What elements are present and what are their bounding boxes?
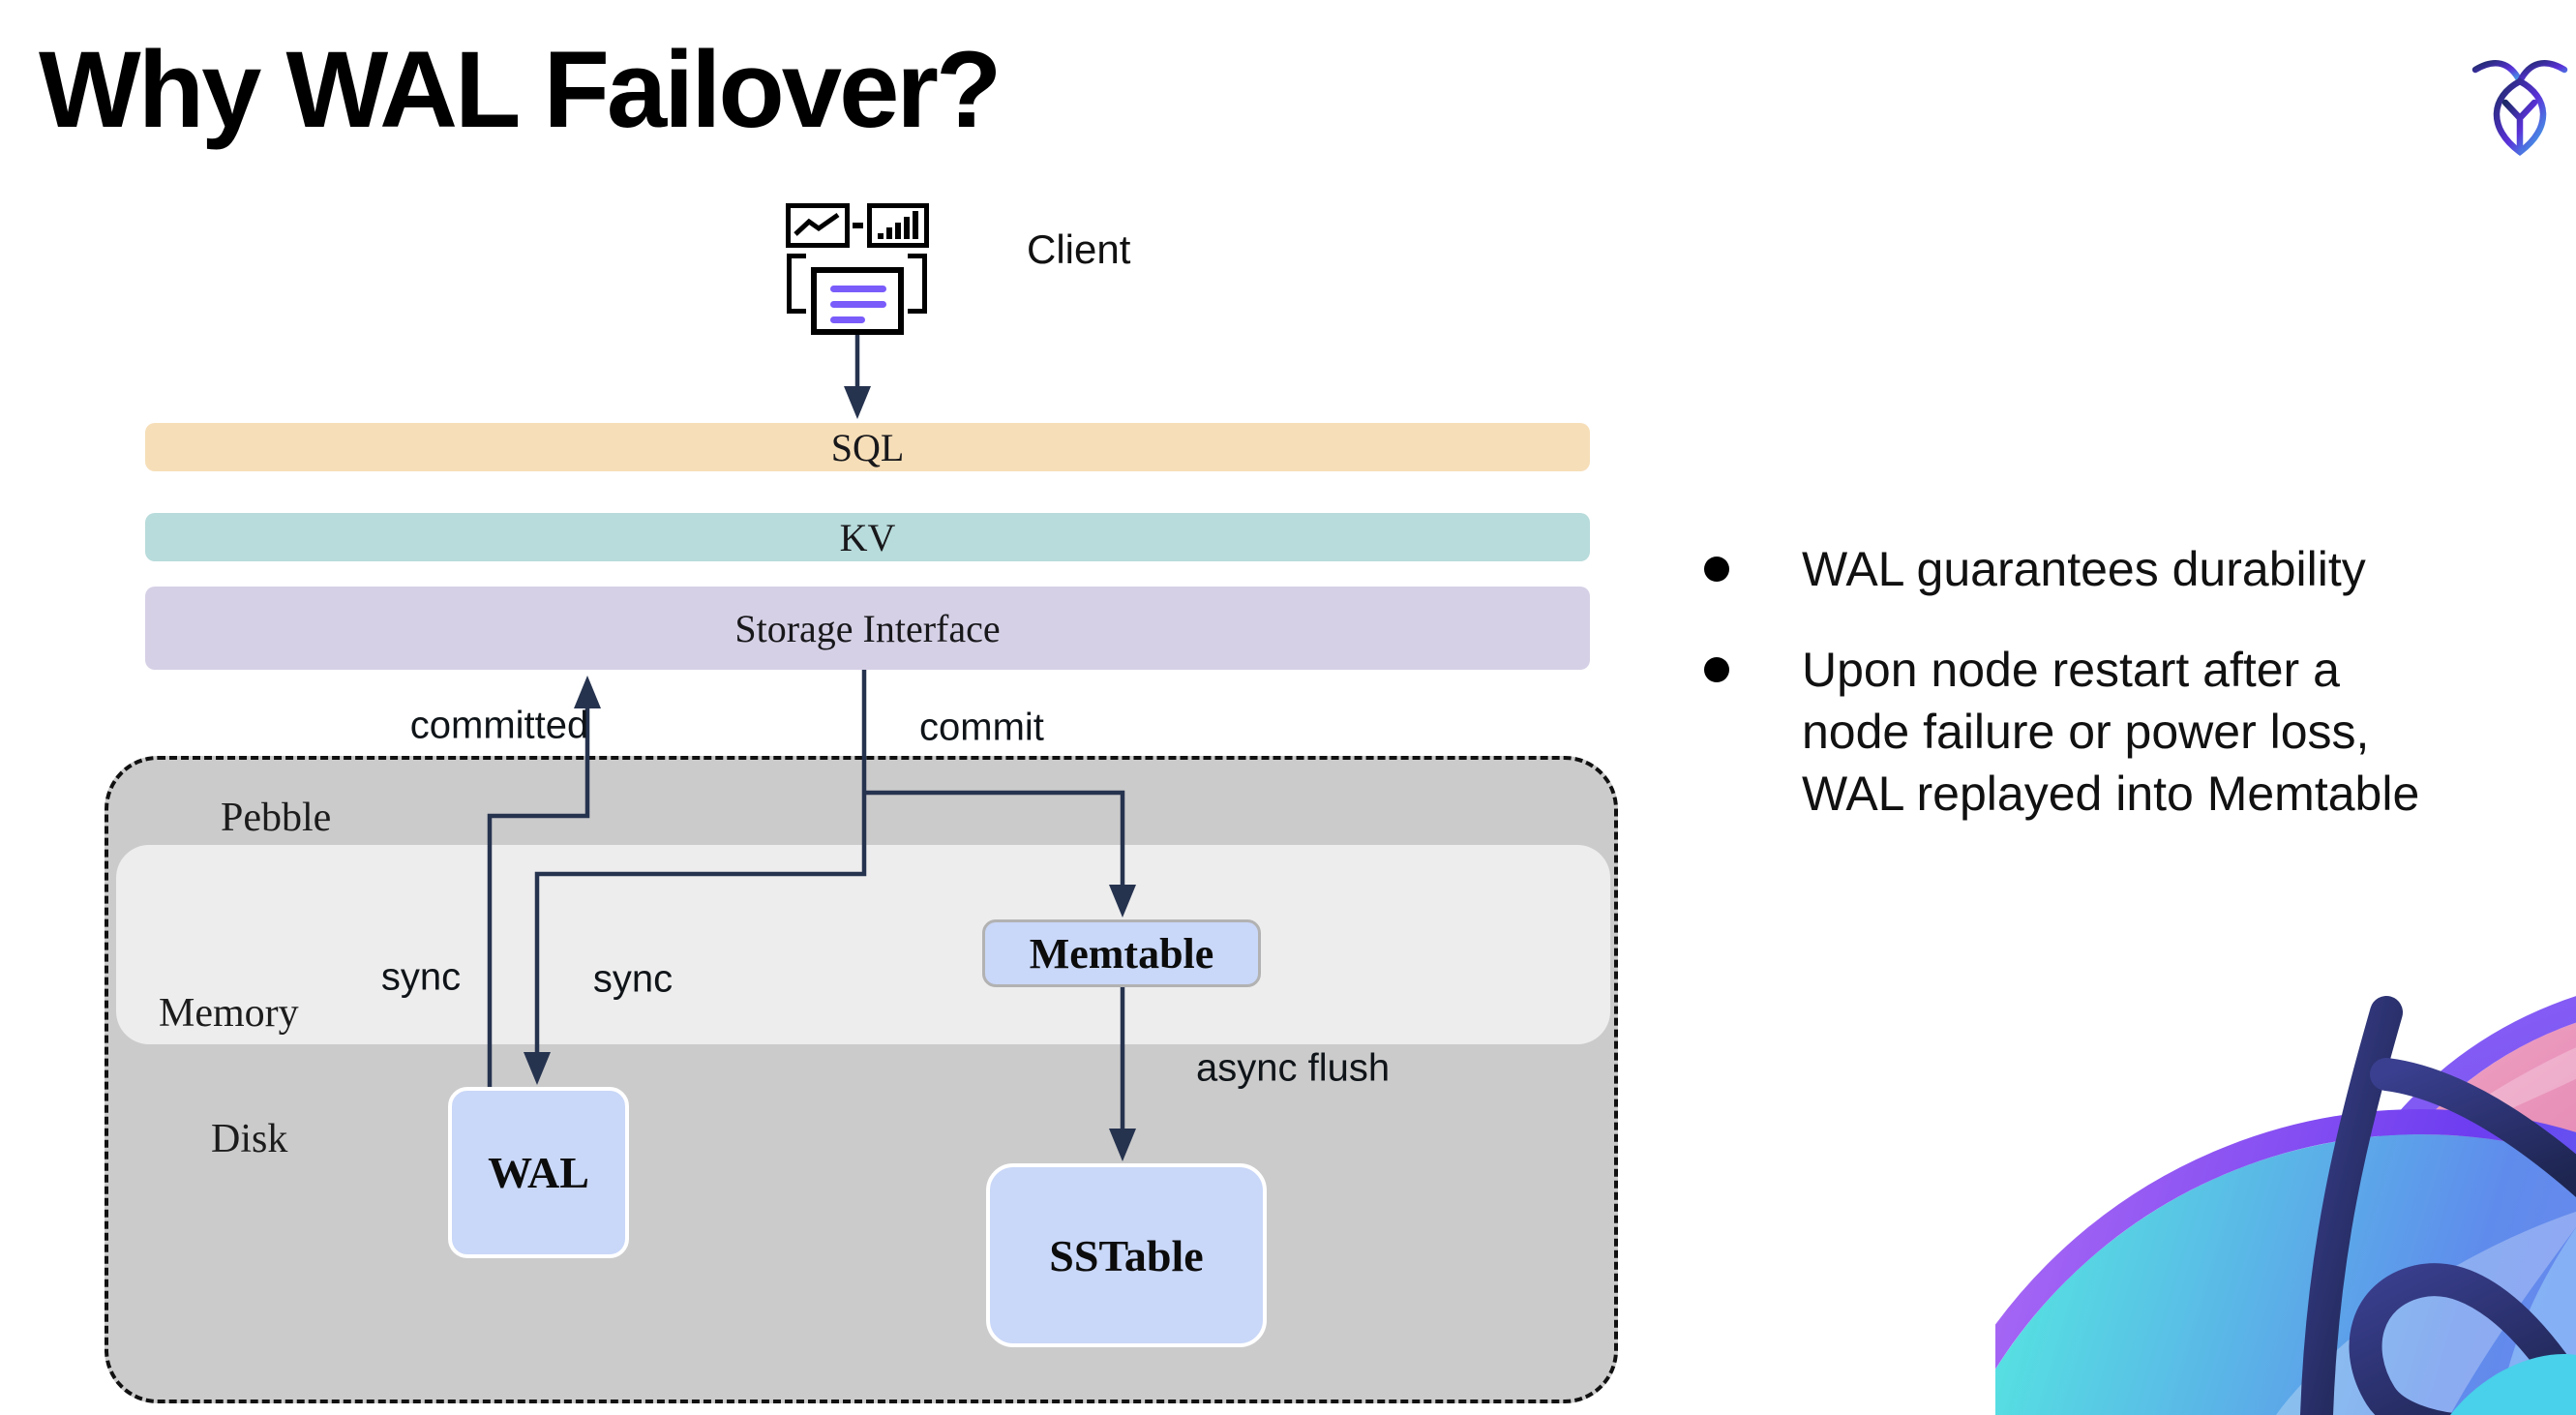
bar-chart-icon	[867, 203, 929, 248]
sync-right-edge-label: sync	[592, 957, 674, 1001]
committed-edge-label: committed	[409, 704, 589, 747]
storage-interface-label: Storage Interface	[734, 606, 1001, 650]
storage-interface-layer-bar: Storage Interface	[145, 587, 1590, 670]
cockroachdb-logo-icon	[2471, 60, 2568, 157]
bullet-text: Upon node restart after a node failure o…	[1802, 643, 2420, 821]
memtable-box: Memtable	[982, 919, 1261, 987]
list-item: WAL guarantees durability	[1704, 538, 2556, 600]
memory-label: Memory	[159, 991, 299, 1036]
document-icon	[811, 267, 904, 335]
list-item: Upon node restart after a node failure o…	[1704, 639, 2556, 825]
sstable-box: SSTable	[986, 1163, 1267, 1347]
disk-label: Disk	[211, 1117, 288, 1161]
pebble-container: Pebble Memory Disk	[105, 756, 1618, 1403]
left-bracket-icon	[787, 254, 806, 314]
client-label: Client	[1027, 226, 1131, 272]
sstable-label: SSTable	[1049, 1230, 1204, 1280]
right-bracket-icon	[908, 254, 927, 314]
sql-layer-bar: SQL	[145, 423, 1590, 471]
page-title: Why WAL Failover?	[39, 29, 1002, 150]
bullet-text: WAL guarantees durability	[1802, 542, 2366, 596]
sql-layer-label: SQL	[830, 425, 905, 469]
memtable-label: Memtable	[1029, 929, 1214, 978]
pebble-label: Pebble	[221, 796, 332, 840]
commit-edge-label: commit	[919, 706, 1044, 749]
wal-box: WAL	[448, 1087, 629, 1258]
memory-band	[116, 845, 1610, 1044]
bullet-icon	[1704, 657, 1729, 682]
kv-layer-bar: KV	[145, 513, 1590, 561]
line-chart-icon	[786, 203, 850, 248]
cockroachdb-brand-art	[1995, 996, 2576, 1415]
bullet-icon	[1704, 557, 1729, 582]
bullet-list: WAL guarantees durability Upon node rest…	[1704, 538, 2556, 825]
async-flush-edge-label: async flush	[1196, 1046, 1391, 1090]
wal-label: WAL	[488, 1148, 589, 1197]
dash-connector	[853, 223, 863, 228]
kv-layer-label: KV	[839, 515, 896, 559]
sync-left-edge-label: sync	[380, 955, 462, 999]
